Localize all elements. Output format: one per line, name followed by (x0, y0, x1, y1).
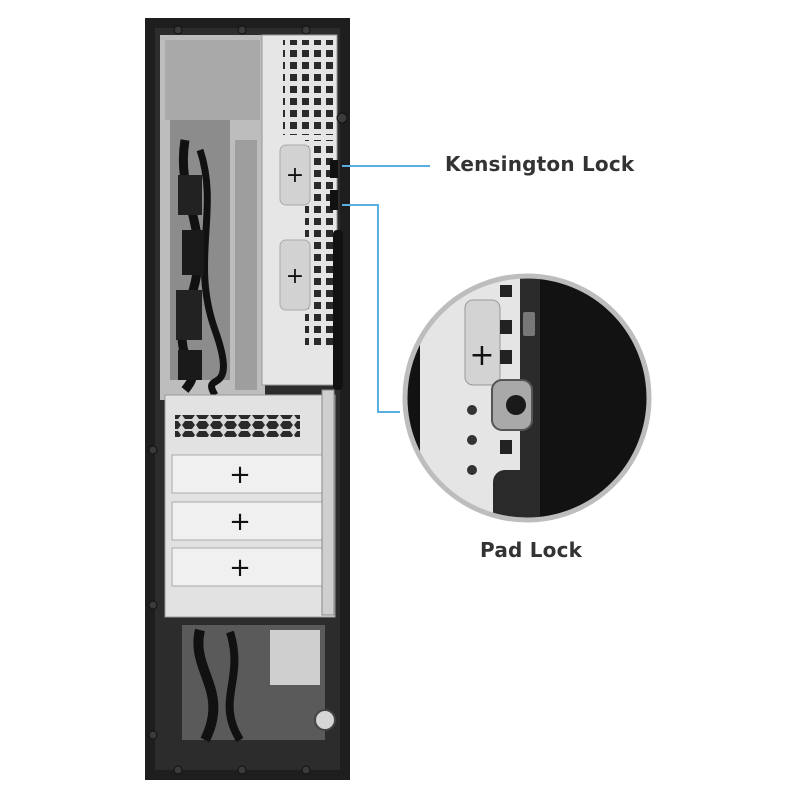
io-shield-panel: + + (261, 34, 343, 390)
frame-screws (148, 25, 348, 775)
svg-text:+: + (229, 507, 251, 537)
svg-text:+: + (229, 553, 251, 583)
psu-bay (182, 625, 336, 743)
expansion-slots: + + + (164, 389, 336, 618)
interior-cable-bay (160, 35, 265, 400)
padlock-zoom-circle: + (402, 273, 652, 523)
svg-text:+: + (286, 264, 304, 289)
svg-text:+: + (229, 460, 251, 490)
svg-text:+: + (469, 338, 494, 373)
kensington-lock-label: Kensington Lock (445, 152, 635, 176)
callout-lines (342, 165, 430, 413)
pad-lock-label: Pad Lock (480, 538, 583, 562)
svg-text:+: + (286, 163, 304, 188)
